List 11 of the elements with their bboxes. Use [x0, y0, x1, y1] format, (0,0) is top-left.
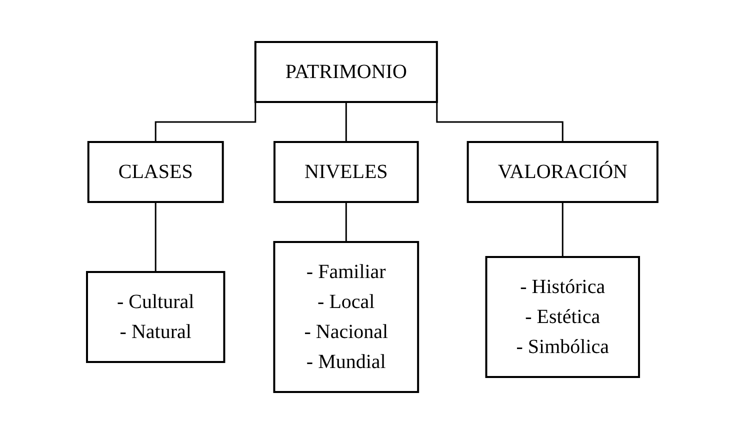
- node-box: - Cultural - Natural: [86, 270, 225, 362]
- node-box: NIVELES: [273, 140, 419, 202]
- node-box: VALORACIÓN: [466, 140, 658, 202]
- node-box: - Histórica - Estética - Simbólica: [485, 256, 640, 378]
- connector: [345, 202, 347, 242]
- connector: [562, 202, 564, 258]
- node-box: CLASES: [87, 140, 224, 202]
- connector: [345, 102, 347, 142]
- node-box: - Familiar - Local - Nacional - Mundial: [272, 240, 419, 392]
- node-box: PATRIMONIO: [254, 40, 438, 102]
- connector: [154, 202, 156, 272]
